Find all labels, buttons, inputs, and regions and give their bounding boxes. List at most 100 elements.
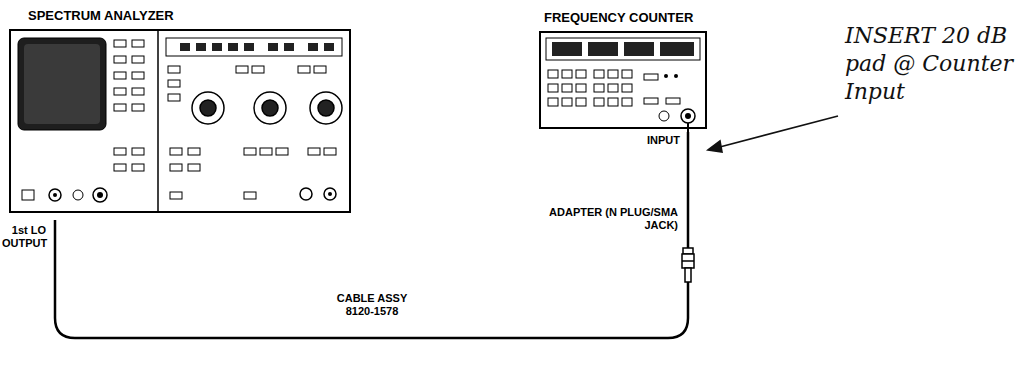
instrument: FREQUENCY COUNTER bbox=[538, 8, 708, 132]
drawing-part bbox=[132, 72, 144, 79]
drawing-part bbox=[588, 42, 618, 56]
drawing-part bbox=[170, 148, 182, 155]
drawing-part bbox=[683, 248, 693, 254]
drawing-part bbox=[262, 100, 278, 116]
drawing-part bbox=[192, 92, 342, 124]
drawing-part bbox=[168, 66, 326, 101]
drawing-part bbox=[608, 84, 618, 92]
drawing-part bbox=[228, 43, 238, 51]
drawing-part bbox=[594, 84, 604, 92]
drawing-part bbox=[244, 43, 254, 51]
drawing-part bbox=[644, 74, 658, 80]
drawing-part bbox=[659, 111, 669, 121]
drawing-part bbox=[236, 66, 248, 73]
drawing-part bbox=[674, 74, 678, 78]
drawing-part bbox=[93, 188, 107, 202]
drawing-part bbox=[664, 74, 668, 78]
drawing-part bbox=[324, 188, 336, 200]
drawing-part bbox=[324, 148, 336, 155]
drawing-part bbox=[594, 70, 604, 78]
drawing-part bbox=[562, 84, 572, 92]
drawing-part bbox=[18, 38, 106, 130]
drawing-part bbox=[300, 188, 312, 200]
drawing-part bbox=[660, 42, 694, 56]
drawing-part bbox=[24, 44, 100, 124]
drawing-part bbox=[552, 42, 694, 56]
drawing-part bbox=[212, 43, 222, 51]
drawing-part bbox=[114, 148, 126, 155]
drawing-part bbox=[132, 148, 144, 155]
drawing-part bbox=[687, 123, 689, 132]
drawing-part bbox=[682, 260, 694, 262]
drawing-part bbox=[114, 72, 126, 79]
drawing-part bbox=[188, 148, 200, 155]
drawing-part bbox=[540, 32, 706, 128]
drawing-part bbox=[260, 148, 272, 155]
drawing-part bbox=[576, 98, 586, 106]
part-label: ADAPTER (N PLUG/SMA JACK) bbox=[540, 206, 678, 232]
drawing-part bbox=[114, 40, 126, 47]
drawing-part bbox=[328, 192, 332, 196]
drawing-part bbox=[624, 42, 654, 56]
drawing-part bbox=[132, 104, 144, 111]
drawing-part bbox=[196, 43, 206, 51]
drawing-part bbox=[49, 189, 61, 201]
drawing-part bbox=[314, 66, 326, 73]
drawing-part bbox=[170, 192, 182, 199]
drawing-part bbox=[132, 40, 144, 47]
drawing-part bbox=[576, 70, 586, 78]
drawing-part bbox=[548, 70, 558, 78]
drawing-part bbox=[548, 98, 558, 106]
drawing-part bbox=[644, 98, 658, 104]
drawing-part bbox=[685, 113, 691, 119]
drawing-part bbox=[254, 92, 286, 124]
handwritten-note: INSERT 20 dB pad @ Counter Input bbox=[845, 22, 1025, 106]
drawing-part bbox=[608, 70, 618, 78]
drawing-part bbox=[244, 148, 256, 155]
drawing-part bbox=[170, 164, 182, 171]
drawing-part bbox=[188, 164, 200, 171]
drawing-part bbox=[622, 70, 632, 78]
drawing-part bbox=[682, 254, 694, 268]
drawing-part bbox=[708, 141, 722, 152]
drawing-part bbox=[73, 190, 83, 200]
drawing-part bbox=[308, 148, 320, 155]
drawing-part bbox=[114, 164, 126, 171]
drawing-part bbox=[681, 109, 695, 123]
drawing-part bbox=[170, 148, 336, 199]
drawing-part bbox=[622, 84, 632, 92]
drawing-part bbox=[132, 56, 144, 63]
drawing-part bbox=[666, 98, 680, 104]
drawing-part bbox=[244, 192, 256, 199]
callout-arrow bbox=[708, 116, 838, 152]
drawing-part bbox=[576, 84, 586, 92]
drawing-part bbox=[168, 94, 180, 101]
port-label: INPUT bbox=[600, 134, 680, 147]
drawing-part bbox=[22, 190, 34, 200]
instrument: SPECTRUM ANALYZER bbox=[8, 8, 353, 220]
drawing-part bbox=[10, 30, 350, 212]
drawing-part bbox=[594, 98, 604, 106]
drawing-part bbox=[716, 116, 838, 148]
drawing-part bbox=[562, 70, 572, 78]
instrument-drawing bbox=[538, 8, 708, 132]
drawing-part bbox=[168, 66, 180, 73]
drawing-part bbox=[298, 66, 310, 73]
drawing-part bbox=[548, 84, 558, 92]
cable-label: CABLE ASSY 8120-1578 bbox=[322, 292, 422, 318]
drawing-part bbox=[324, 43, 334, 51]
instrument-title: SPECTRUM ANALYZER bbox=[28, 8, 174, 23]
drawing-part bbox=[114, 104, 126, 111]
drawing-part bbox=[200, 100, 216, 116]
drawing-part bbox=[608, 98, 618, 106]
drawing-part bbox=[552, 42, 582, 56]
drawing-part bbox=[53, 193, 57, 197]
drawing-part bbox=[548, 70, 680, 106]
drawing-part bbox=[97, 192, 103, 198]
drawing-part bbox=[252, 66, 264, 73]
drawing-part bbox=[276, 148, 288, 155]
drawing-part bbox=[180, 43, 190, 51]
drawing-part bbox=[622, 98, 632, 106]
port-label: 1st LO OUTPUT bbox=[2, 224, 46, 250]
instrument-title: FREQUENCY COUNTER bbox=[544, 10, 693, 25]
